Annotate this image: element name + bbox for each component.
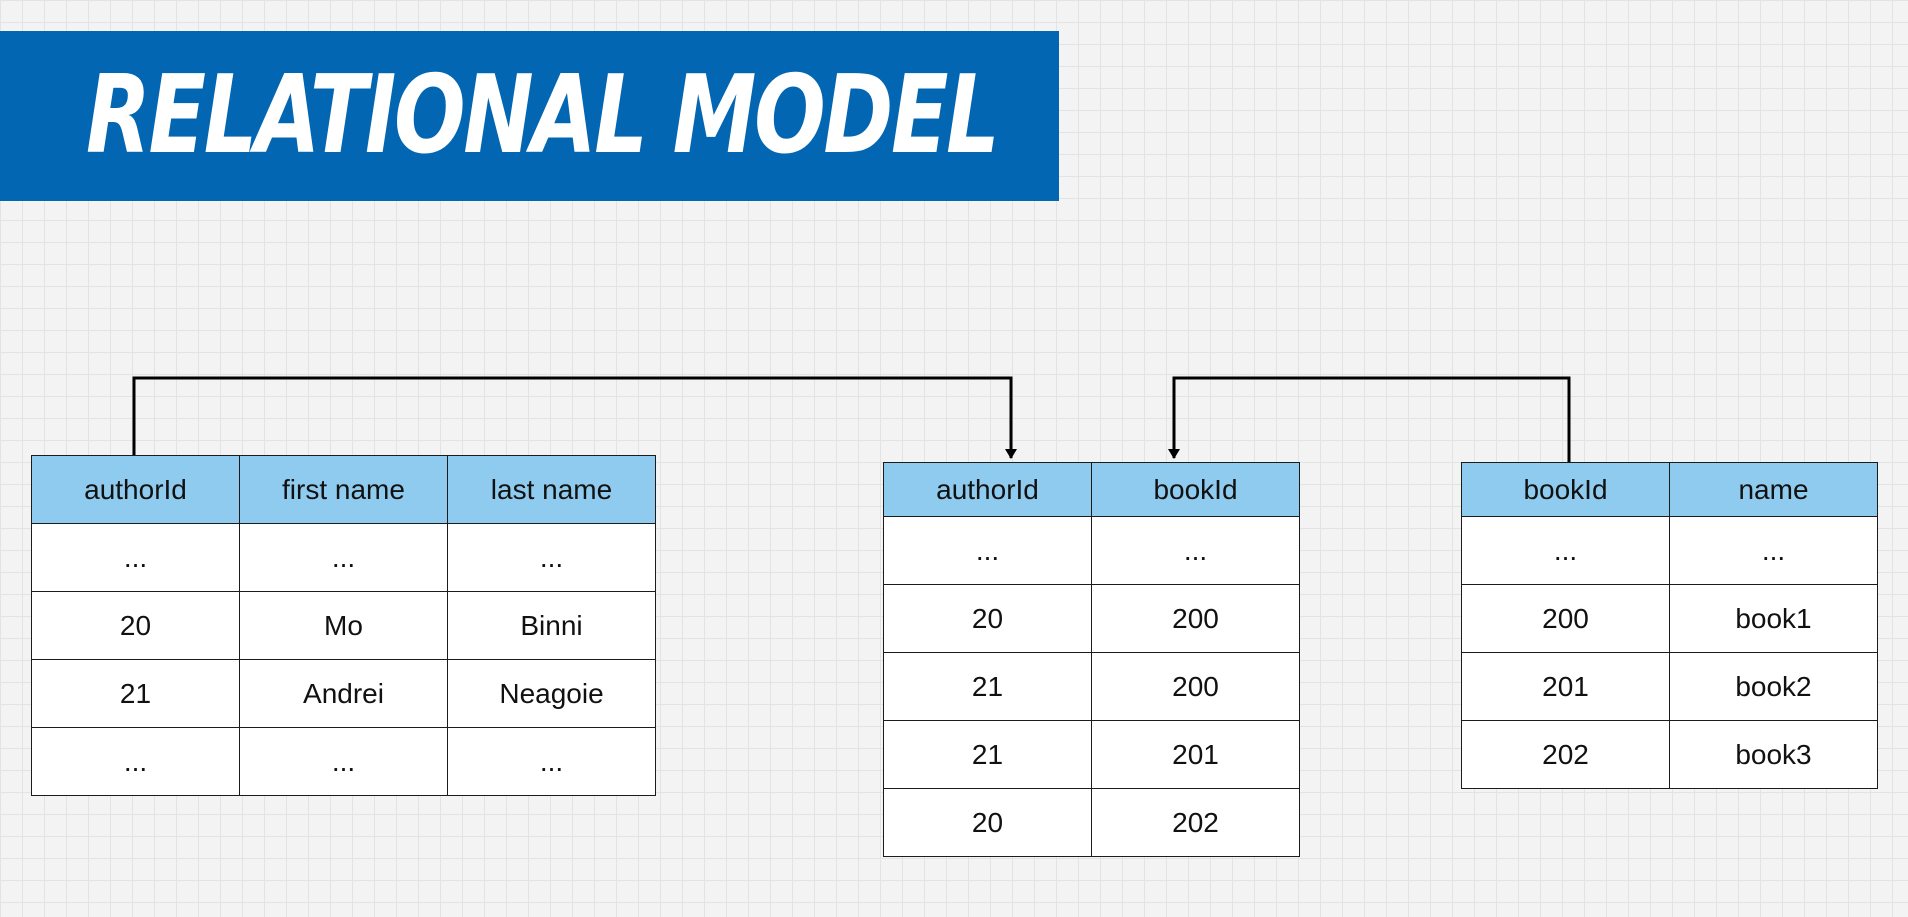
table-cell: book2 xyxy=(1669,652,1878,721)
table-cell: 20 xyxy=(31,591,240,660)
table-cell: 201 xyxy=(1461,652,1670,721)
table-row: 202 book3 xyxy=(1461,720,1878,789)
table-cell: ... xyxy=(1091,516,1300,585)
table-cell: 21 xyxy=(883,652,1092,721)
table-cell: 200 xyxy=(1091,584,1300,653)
column-header-name: name xyxy=(1669,462,1878,517)
table-cell: 202 xyxy=(1461,720,1670,789)
table-row: ... ... ... xyxy=(31,727,656,796)
table-cell: Binni xyxy=(447,591,656,660)
table-header-row: authorId first name last name xyxy=(31,455,656,524)
table-cell: ... xyxy=(447,727,656,796)
table-cell: Neagoie xyxy=(447,659,656,728)
authors-table: authorId first name last name ... ... ..… xyxy=(31,455,656,796)
table-row: ... ... xyxy=(883,516,1300,585)
table-row: 20 200 xyxy=(883,584,1300,653)
table-cell: 21 xyxy=(31,659,240,728)
table-cell: 20 xyxy=(883,584,1092,653)
table-cell: ... xyxy=(1669,516,1878,585)
column-header-book-id: bookId xyxy=(1091,462,1300,517)
table-cell: 200 xyxy=(1091,652,1300,721)
table-row: 201 book2 xyxy=(1461,652,1878,721)
column-header-author-id: authorId xyxy=(883,462,1092,517)
table-cell: ... xyxy=(447,523,656,592)
table-cell: book3 xyxy=(1669,720,1878,789)
table-cell: 201 xyxy=(1091,720,1300,789)
table-cell: ... xyxy=(1461,516,1670,585)
table-cell: 20 xyxy=(883,788,1092,857)
table-header-row: authorId bookId xyxy=(883,462,1300,517)
column-header-author-id: authorId xyxy=(31,455,240,524)
table-row: 20 202 xyxy=(883,788,1300,857)
table-row: 21 Andrei Neagoie xyxy=(31,659,656,728)
table-cell: ... xyxy=(239,727,448,796)
author-books-table: authorId bookId ... ... 20 200 21 200 21… xyxy=(883,462,1300,857)
table-cell: ... xyxy=(883,516,1092,585)
page-title: RELATIONAL MODEL xyxy=(86,53,1000,178)
table-cell: Andrei xyxy=(239,659,448,728)
column-header-last-name: last name xyxy=(447,455,656,524)
table-cell: 202 xyxy=(1091,788,1300,857)
table-row: 21 201 xyxy=(883,720,1300,789)
author-id-relationship-arrow xyxy=(132,376,1017,459)
title-banner: RELATIONAL MODEL xyxy=(0,31,1059,201)
column-header-first-name: first name xyxy=(239,455,448,524)
table-cell: book1 xyxy=(1669,584,1878,653)
table-cell: 21 xyxy=(883,720,1092,789)
table-row: 20 Mo Binni xyxy=(31,591,656,660)
column-header-book-id: bookId xyxy=(1461,462,1670,517)
table-header-row: bookId name xyxy=(1461,462,1878,517)
table-cell: 200 xyxy=(1461,584,1670,653)
table-row: ... ... xyxy=(1461,516,1878,585)
table-row: 21 200 xyxy=(883,652,1300,721)
table-cell: ... xyxy=(239,523,448,592)
table-row: ... ... ... xyxy=(31,523,656,592)
table-cell: ... xyxy=(31,523,240,592)
table-row: 200 book1 xyxy=(1461,584,1878,653)
table-cell: Mo xyxy=(239,591,448,660)
book-id-relationship-arrow xyxy=(1168,376,1571,462)
table-cell: ... xyxy=(31,727,240,796)
books-table: bookId name ... ... 200 book1 201 book2 … xyxy=(1461,462,1878,789)
